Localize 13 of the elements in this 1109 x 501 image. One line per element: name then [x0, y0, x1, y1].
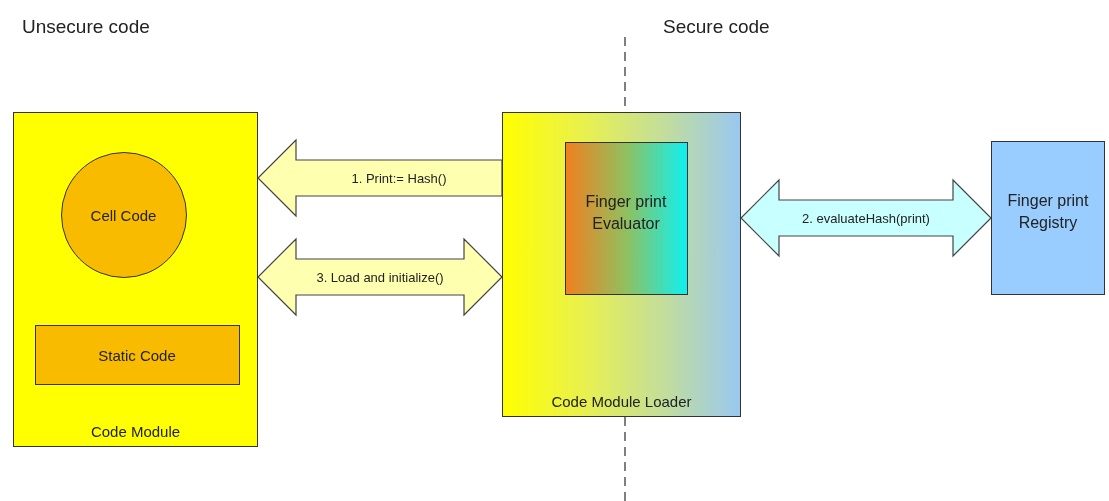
process-box — [34, 324, 240, 385]
node-label: Code Module Loader — [551, 392, 692, 411]
node-label: Finger print Evaluator — [584, 191, 668, 234]
node-label: Code Module — [90, 422, 181, 441]
loader-box — [502, 112, 741, 417]
zone-label: Unsecure code — [22, 16, 150, 38]
node-label: Finger print Registry — [1006, 191, 1090, 233]
zone-label: Secure code — [663, 16, 770, 38]
node-label: Static Code — [98, 345, 176, 364]
node-label: Cell Code — [90, 205, 157, 224]
registry-box — [991, 141, 1105, 295]
module-box — [13, 112, 258, 447]
evaluator-box — [564, 141, 688, 295]
